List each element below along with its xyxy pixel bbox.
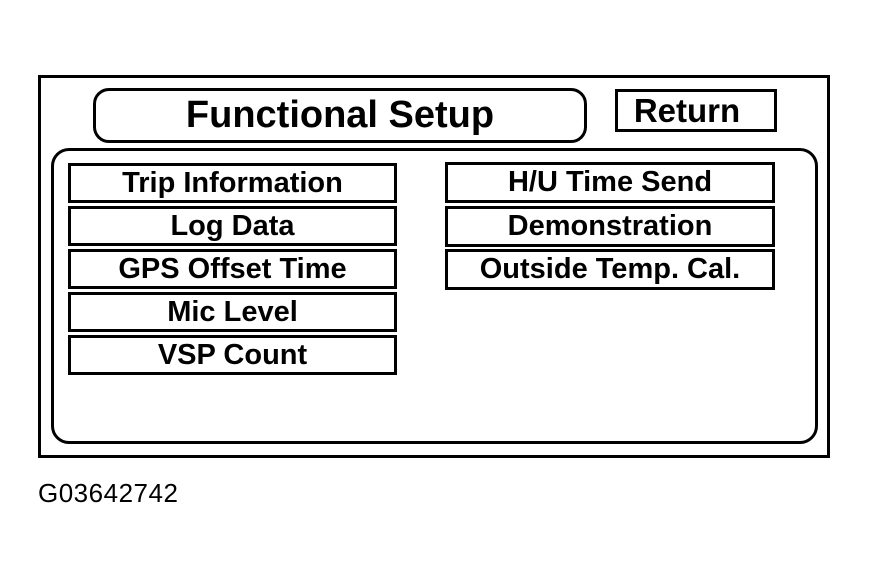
menu-button-vsp-count[interactable]: VSP Count [68,335,397,375]
menu-button-outside-temp-cal[interactable]: Outside Temp. Cal. [445,249,775,290]
head-unit-screen: Functional Setup Return Trip Information… [38,75,830,458]
return-button[interactable]: Return [615,89,777,132]
page-title: Functional Setup [93,88,587,143]
menu-button-demonstration[interactable]: Demonstration [445,206,775,247]
figure-id-label: G03642742 [38,478,179,508]
menu-button-hu-time-send[interactable]: H/U Time Send [445,162,775,203]
menu-button-log-data[interactable]: Log Data [68,206,397,246]
menu-button-gps-offset-time[interactable]: GPS Offset Time [68,249,397,289]
menu-button-mic-level[interactable]: Mic Level [68,292,397,332]
menu-button-trip-information[interactable]: Trip Information [68,163,397,203]
menu-panel: Trip Information Log Data GPS Offset Tim… [51,148,818,444]
